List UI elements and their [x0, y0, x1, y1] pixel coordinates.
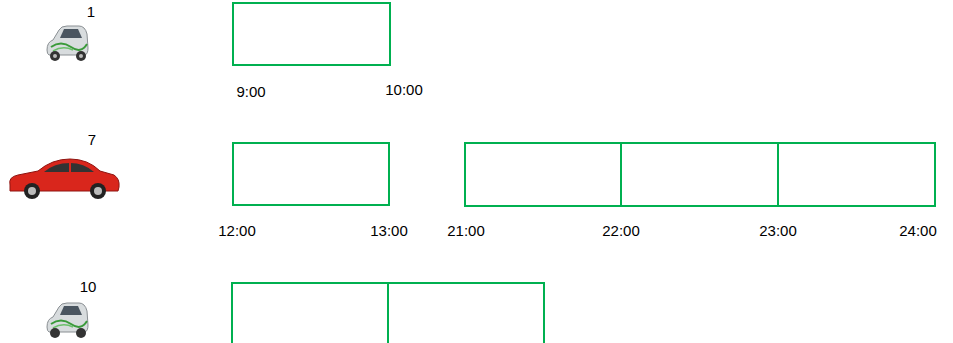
hybrid-car-icon — [47, 26, 88, 61]
time-slot — [233, 143, 389, 205]
car-number: 1 — [87, 3, 95, 21]
time-label: 9:00 — [236, 83, 265, 101]
car-number: 7 — [88, 131, 96, 149]
time-label: 10:00 — [385, 81, 423, 99]
hybrid-car-icon — [47, 303, 88, 338]
time-slot — [233, 3, 390, 65]
time-slot — [465, 143, 621, 206]
car-number: 10 — [80, 278, 97, 296]
red-car-icon — [10, 159, 119, 199]
time-label: 12:00 — [218, 222, 256, 240]
time-slot — [232, 283, 388, 343]
time-slot — [388, 283, 544, 343]
time-slot — [621, 143, 778, 206]
time-label: 24:00 — [899, 222, 937, 240]
time-slot — [778, 143, 935, 206]
time-label: 23:00 — [759, 222, 797, 240]
time-label: 21:00 — [447, 222, 485, 240]
time-label: 13:00 — [370, 222, 408, 240]
time-label: 22:00 — [602, 222, 640, 240]
time-slots — [232, 3, 935, 343]
